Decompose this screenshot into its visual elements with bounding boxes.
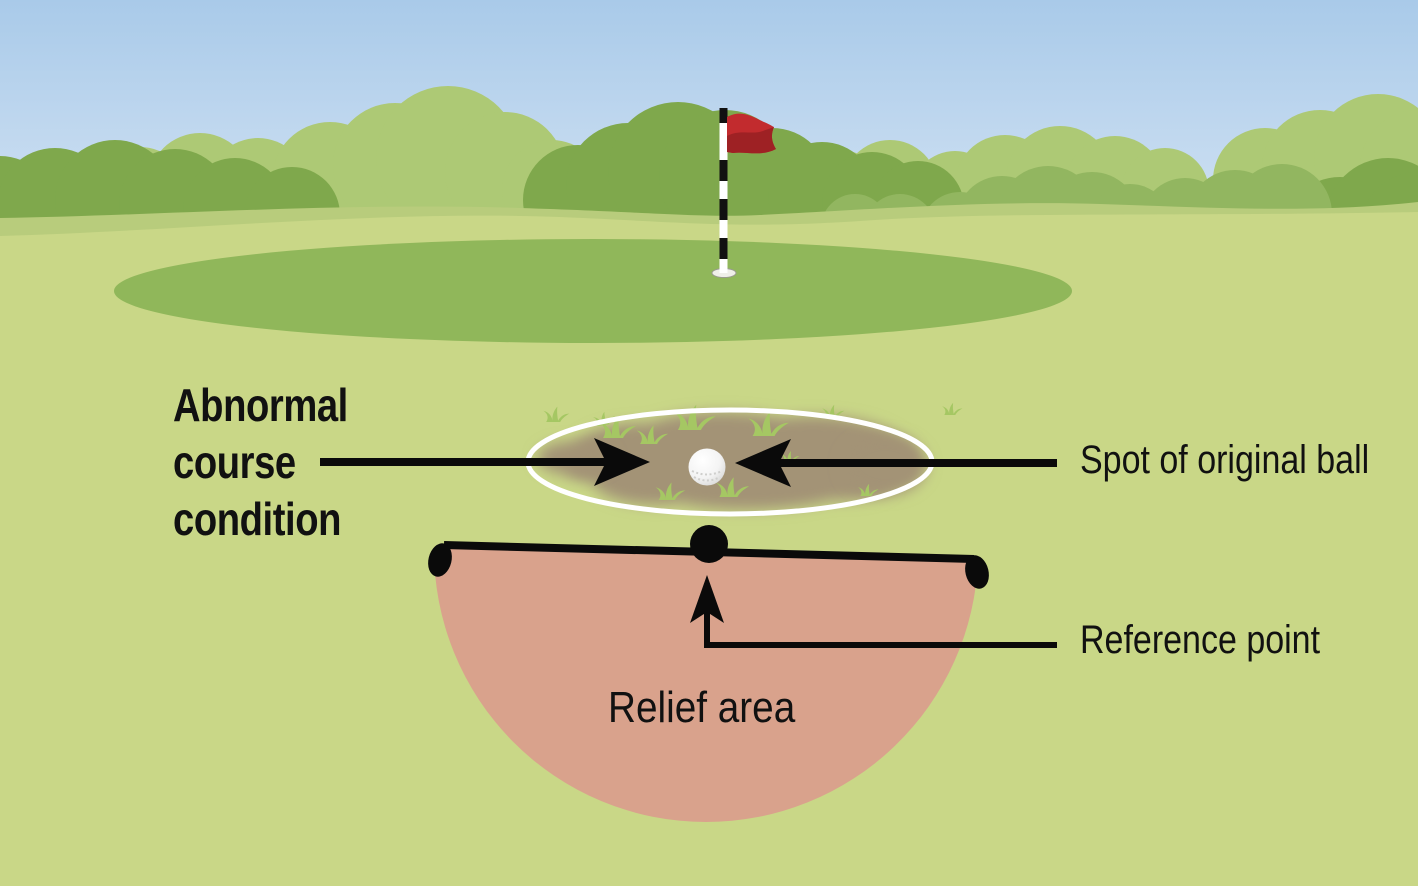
flag-icon xyxy=(727,113,776,154)
spot-of-original-ball-label: Spot of original ball xyxy=(1080,438,1370,482)
golf-ball-icon xyxy=(688,448,726,486)
abnormal-condition-arrow xyxy=(320,438,650,486)
relief-area-label: Relief area xyxy=(608,683,796,732)
spot-arrow xyxy=(735,439,1057,487)
flagstick-icon xyxy=(711,108,776,278)
reference-point-dot xyxy=(690,525,728,563)
putting-green xyxy=(114,239,1072,343)
abnormal-course-condition-label: Abnormal course condition xyxy=(173,379,348,545)
reference-point-label: Reference point xyxy=(1080,618,1321,662)
reference-arrow xyxy=(690,575,1057,648)
relief-line-end-left xyxy=(428,543,452,577)
relief-line-end-right xyxy=(965,555,989,589)
relief-area-shape xyxy=(433,548,978,823)
